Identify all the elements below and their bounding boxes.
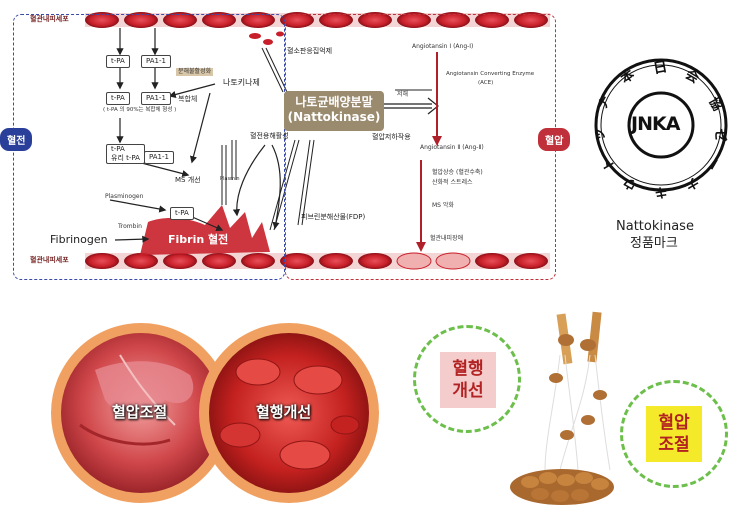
trombin-label: Trombin — [118, 223, 142, 230]
natto-badge-bp-line1: 혈압 — [658, 413, 690, 433]
tpa-top-box: t-PA — [106, 55, 130, 68]
left-double-arrows — [221, 47, 315, 231]
plasmin-label: Plasmin — [220, 176, 240, 182]
plasminogen-label: Plasminogen — [105, 193, 144, 200]
endothelial-damage-label: 혈관내피장애 — [430, 235, 464, 242]
svg-text:日: 日 — [652, 59, 669, 77]
platelets — [249, 31, 284, 45]
natto-graphic — [510, 311, 614, 505]
complex-pa1-box: PA1-1 — [141, 92, 171, 105]
tpa-bottom-box: t-PA — [170, 207, 194, 220]
seal-logo-text: JNKA — [631, 113, 680, 135]
natto-badge-circulation: 혈행 개선 — [440, 352, 496, 408]
ms-improve-label: MS 개선 — [175, 176, 201, 184]
nattokinase-box: 나토균배양분말 (Nattokinase) — [284, 91, 384, 131]
fibrinogen-label: Fibrinogen — [50, 233, 108, 246]
svg-text:ウ: ウ — [621, 173, 640, 192]
bubble-left-graphic — [51, 323, 231, 503]
bubble-right-label: 혈행개선 — [256, 403, 312, 421]
svg-text:ゼ: ゼ — [712, 128, 728, 141]
svg-text:ト: ト — [599, 154, 618, 173]
natto-badge-bp-line2: 조절 — [658, 435, 690, 455]
bubble-right-graphic — [199, 323, 379, 503]
nattokinase-box-line2: (Nattokinase) — [287, 110, 381, 124]
oxidative-stress-label: 산화적 스트레스 — [432, 179, 473, 186]
seal-caption-en: Nattokinase — [616, 219, 694, 234]
natto-badge-bp-ring — [620, 380, 728, 488]
bp-rise-label: 혈압상승 (혈관수축) — [432, 169, 483, 176]
ace-line2: (ACE) — [478, 80, 494, 86]
bottom-vessel-cells — [85, 252, 550, 270]
right-pathway-arrows — [416, 52, 442, 252]
svg-text:キ: キ — [654, 184, 667, 199]
free-tpa-line1: t-PA — [111, 145, 125, 153]
natto-badge-circulation-ring — [413, 325, 521, 433]
natto-badge-circulation-line2: 개선 — [452, 381, 484, 401]
angiotensin2-label: Angiotansin Ⅱ (Ang-Ⅱ) — [420, 144, 484, 151]
ace-line1: Angiotansin Converting Enzyme — [446, 71, 535, 77]
svg-text:ー: ー — [703, 154, 722, 173]
thrombus-tag: 혈전 — [0, 128, 33, 151]
top-vessel-cells — [85, 12, 550, 28]
endothelium-bottom-label: 혈관내피세포 — [30, 256, 69, 264]
platelet-inhibit-label: 혈소판응집억제 — [287, 47, 333, 55]
free-tpa-line2: 유리 t-PA — [111, 154, 140, 162]
endothelium-top-label: 혈관내피세포 — [30, 15, 69, 23]
natto-badge-circulation-line1: 혈행 — [452, 359, 484, 379]
complex-tpa-box: t-PA — [106, 92, 130, 105]
fdp-label: 피브린분해산물(FDP) — [301, 213, 366, 221]
angiotensin1-label: Angiotansin Ⅰ (Ang-Ⅰ) — [412, 43, 474, 50]
thrombolysis-label: 혈전용해활성 — [250, 132, 289, 140]
fibrin-clot-shape — [140, 205, 270, 255]
natto-badge-bp: 혈압 조절 — [646, 406, 702, 462]
free-tpa-box: t-PA 유리 t-PA — [106, 144, 145, 164]
nattokinase-box-line1: 나토균배양분말 — [295, 95, 373, 109]
svg-text:ナ: ナ — [595, 94, 614, 113]
pa1-top-box: PA1-1 — [141, 55, 171, 68]
inhibit-label: 저해 — [397, 91, 409, 98]
pa1-mid-box: PA1-1 — [144, 151, 174, 164]
seal-caption-ko: 정품마크 — [630, 236, 678, 251]
complex-label: 복합체 — [178, 95, 198, 103]
svg-text:ナ: ナ — [682, 173, 701, 192]
fibrin-clot-label: Fibrin 혈전 — [168, 233, 229, 246]
ms-worsen-label: MS 악화 — [432, 202, 454, 209]
svg-text:ッ: ッ — [592, 128, 608, 142]
bubble-left-label: 혈압조절 — [112, 403, 168, 421]
complex-note: ( t-PA 의 90%는 복합체 형성 ) — [103, 107, 177, 113]
blood-pressure-tag: 혈압 — [538, 128, 571, 151]
bp-lowering-label: 혈압저하작용 — [372, 133, 411, 141]
inhibit-inactivation-label: 분해불활성화 — [176, 68, 214, 76]
seal-graphic: 日 本 ナ ッ ト ウ キ ナ ー ゼ 協 会 — [592, 58, 728, 199]
nattokinase-label: 나토키나제 — [223, 78, 260, 87]
